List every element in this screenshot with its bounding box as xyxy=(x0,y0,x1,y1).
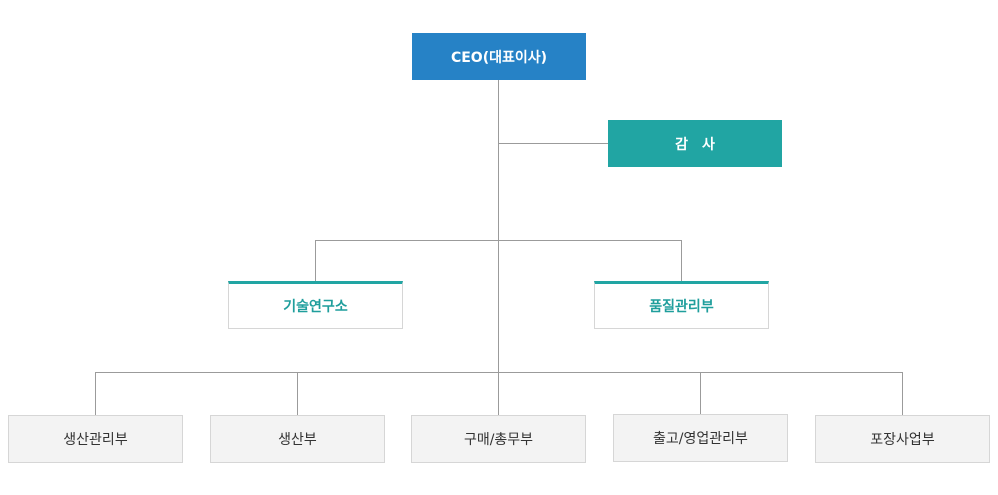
connector-dept-1-drop xyxy=(95,372,96,415)
connector-dept-bus xyxy=(95,372,903,373)
dept-label: 생산관리부 xyxy=(63,432,128,448)
dept-label: 출고/영업관리부 xyxy=(653,431,748,447)
dept-node-packaging: 포장사업부 xyxy=(815,415,990,463)
dept-node-production: 생산부 xyxy=(210,415,385,463)
dept-label: 생산부 xyxy=(278,432,317,448)
ceo-label: CEO(대표이사) xyxy=(450,49,548,66)
lab-label: 품질관리부 xyxy=(649,299,714,315)
connector-dept-4-drop xyxy=(700,372,701,414)
audit-label: 감사 xyxy=(675,136,729,153)
dept-node-shipping-sales: 출고/영업관리부 xyxy=(613,414,788,462)
connector-lab-left-drop xyxy=(315,240,316,282)
lab-node-research: 기술연구소 xyxy=(228,281,403,329)
dept-node-purchasing-general: 구매/총무부 xyxy=(411,415,586,463)
lab-label: 기술연구소 xyxy=(283,299,348,315)
dept-label: 포장사업부 xyxy=(870,432,935,448)
connector-dept-2-drop xyxy=(297,372,298,415)
lab-node-quality: 품질관리부 xyxy=(594,281,769,329)
dept-label: 구매/총무부 xyxy=(463,432,534,448)
ceo-node: CEO(대표이사) xyxy=(412,33,586,80)
connector-ceo-trunk xyxy=(498,79,499,415)
audit-node: 감사 xyxy=(608,120,782,167)
connector-audit-branch xyxy=(498,143,608,144)
dept-node-production-management: 생산관리부 xyxy=(8,415,183,463)
connector-lab-bus xyxy=(315,240,682,241)
connector-lab-right-drop xyxy=(681,240,682,282)
connector-dept-5-drop xyxy=(902,372,903,415)
